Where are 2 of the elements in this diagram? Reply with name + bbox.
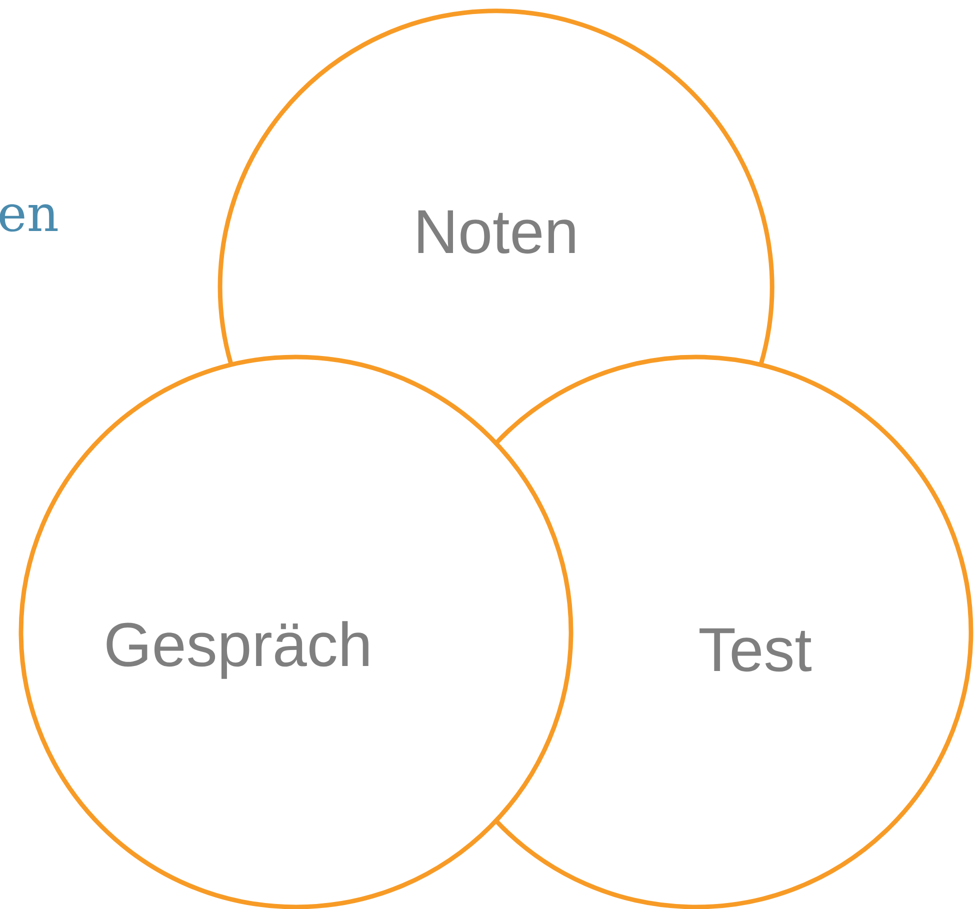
venn-circle: Gespräch <box>18 354 574 909</box>
heading-fragment: en <box>0 204 58 232</box>
